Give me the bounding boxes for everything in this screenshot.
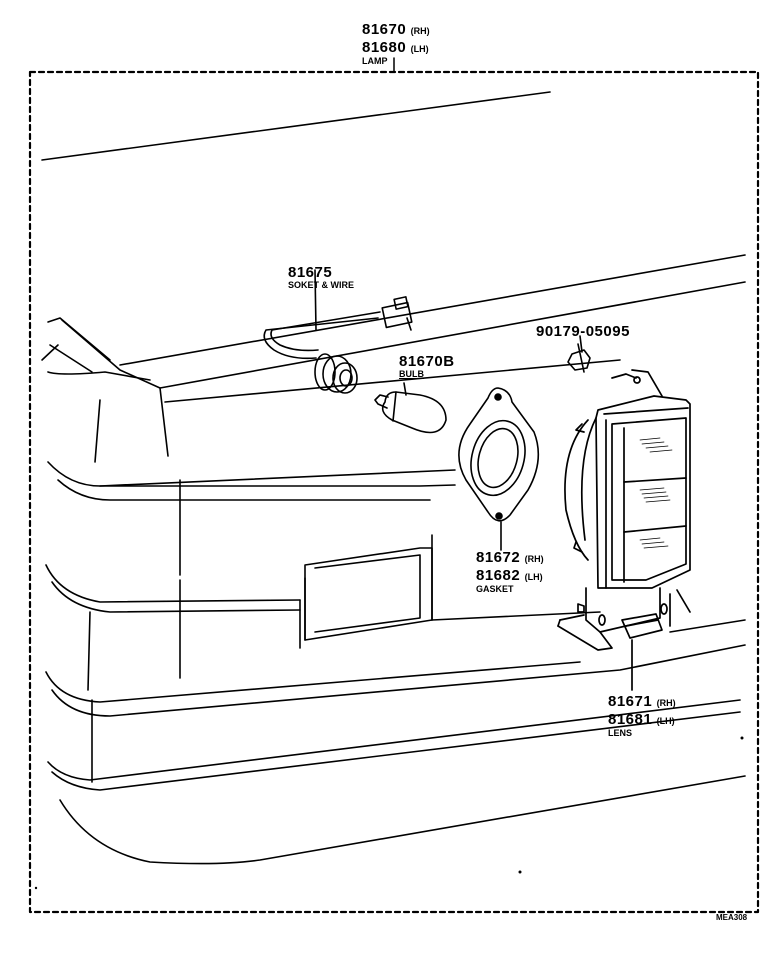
gasket-name: GASKET [476, 584, 514, 594]
socket-and-wire [263, 269, 413, 394]
lamp-callout: 81670 (RH) 81680 (LH) LAMP [362, 22, 430, 66]
lens-rh-tag: (RH) [656, 698, 676, 708]
socket-name: SOKET & WIRE [288, 280, 355, 290]
gasket-lh-tag: (LH) [524, 572, 543, 582]
socket-callout: 81675 SOKET & WIRE [288, 265, 354, 290]
lamp-lh-tag: (LH) [410, 44, 429, 54]
bulb-callout: 81670B BULB [399, 354, 455, 379]
gasket-part-number-rh: 81672 [476, 549, 521, 566]
gasket-callout: 81672 (RH) 81682 (LH) GASKET [476, 550, 544, 594]
lens-part-number-lh: 81681 [608, 711, 653, 728]
bolt-part-number: 90179-05095 [536, 323, 630, 340]
lens-callout: 81671 (RH) 81681 (LH) LENS [608, 694, 676, 738]
gasket-part [458, 387, 540, 551]
lamp-part-number-rh: 81670 [362, 21, 407, 38]
lens-name: LENS [608, 728, 633, 738]
socket-part-number: 81675 [288, 264, 333, 281]
lamp-part-number-lh: 81680 [362, 39, 407, 56]
bulb-part [374, 382, 447, 434]
lamp-rh-tag: (RH) [410, 26, 430, 36]
scan-marks [34, 736, 744, 890]
lamp-name: LAMP [362, 56, 388, 66]
vehicle-body-lines [41, 91, 746, 865]
bulb-part-number: 81670B [399, 353, 455, 370]
gasket-rh-tag: (RH) [524, 554, 544, 564]
lamp-assembly [557, 369, 691, 691]
bolt-callout: 90179-05095 [536, 324, 630, 339]
lens-lh-tag: (LH) [656, 716, 675, 726]
figure-code: MEA308 [716, 913, 748, 922]
assembly-boundary [28, 70, 760, 914]
bolt-part [567, 335, 591, 373]
gasket-part-number-lh: 81682 [476, 567, 521, 584]
lens-part-number-rh: 81671 [608, 693, 653, 710]
bulb-name: BULB [399, 369, 424, 379]
